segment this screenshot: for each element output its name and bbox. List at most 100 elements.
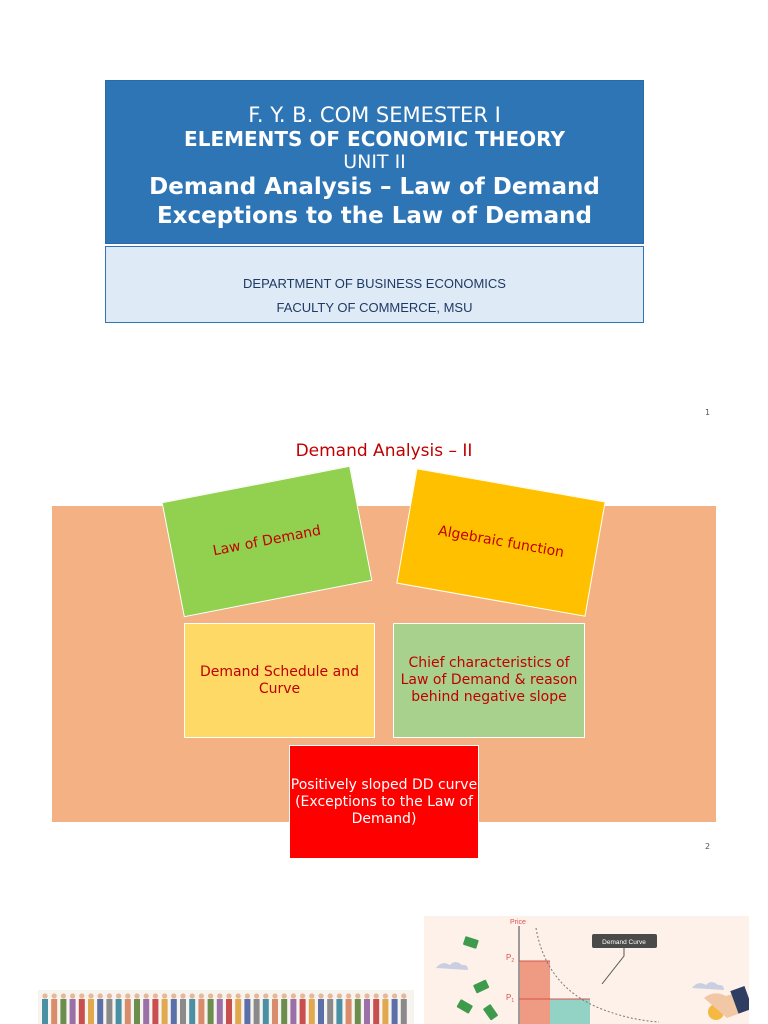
demand-curve-illustration: Price P2 P1 Demand Curve [424,916,749,1024]
crowd-person-head [198,993,204,999]
crowd-person-head [42,993,48,999]
card-chief-label: Chief characteristics of Law of Demand &… [400,655,578,705]
crowd-person-body [60,999,67,1024]
page-number-1: 1 [705,408,711,417]
crowd-person-body [382,999,389,1024]
crowd-person-head [125,993,131,999]
crowd-person-body [244,999,251,1024]
crowd-person-head [309,993,315,999]
crowd-person-body [318,999,324,1024]
crowd-person-body [226,999,232,1024]
crowd-person-head [171,993,177,999]
department-name: DEPARTMENT OF BUSINESS ECONOMICS [243,276,506,291]
crowd-person-body [161,999,168,1024]
crowd-person-head [152,993,158,999]
crowd-person-head [336,993,342,999]
crowd-person-head [281,993,287,999]
crowd-person-body [216,999,223,1024]
crowd-person-body [336,999,343,1024]
crowd-person-body [134,999,140,1024]
crowd-person-body [327,999,334,1024]
crowd-person-head [143,993,149,999]
cloud-right [692,982,724,990]
demand-curve-callout: Demand Curve [602,939,646,946]
crowd-illustration [38,990,414,1024]
crowd-person-body [170,999,177,1024]
crowd-person-head [189,993,195,999]
crowd-person-head [373,993,379,999]
page-number-2: 2 [705,842,711,851]
crowd-person-head [116,993,122,999]
crowd-person-body [115,999,122,1024]
crowd-person-body [152,999,159,1024]
crowd-person-body [124,999,131,1024]
hand-coin-icon [704,985,749,1020]
crowd-person-body [143,999,150,1024]
crowd-person-head [235,993,241,999]
crowd-image [38,990,414,1024]
crowd-person-head [327,993,333,999]
crowd-person-head [254,993,260,999]
crowd-person-head [300,993,306,999]
crowd-person-body [106,999,113,1024]
crowd-person-body [42,999,48,1024]
department-block: DEPARTMENT OF BUSINESS ECONOMICS FACULTY… [105,246,644,323]
crowd-person-head [346,993,352,999]
crowd-person-body [78,999,85,1024]
crowd-person-body [308,999,315,1024]
crowd-person-head [226,993,232,999]
crowd-person-body [272,999,278,1024]
crowd-person-body [97,999,104,1024]
crowd-person-body [391,999,398,1024]
crowd-person-head [208,993,214,999]
crowd-person-head [97,993,103,999]
crowd-person-body [51,999,58,1024]
crowd-person-body [235,999,242,1024]
crowd-person-body [373,999,380,1024]
card-law-label: Law of Demand [211,522,323,560]
crowd-person-head [51,993,57,999]
crowd-person-head [382,993,388,999]
course-title: F. Y. B. COM SEMESTER I [248,103,501,127]
price-axis-label: Price [510,919,526,926]
crowd-person-head [79,993,85,999]
faculty-name: FACULTY OF COMMERCE, MSU [276,300,473,315]
p1-label: P1 [506,993,514,1004]
callout-box [592,934,657,948]
crowd-person-body [207,999,214,1024]
crowd-person-head [60,993,66,999]
crowd-person-head [355,993,361,999]
crowd-person-body [345,999,352,1024]
card-chief-characteristics: Chief characteristics of Law of Demand &… [393,623,585,738]
crowd-person-head [263,993,269,999]
crowd-person-body [400,999,407,1024]
card-positive-label: Positively sloped DD curve (Exceptions t… [290,776,478,827]
crowd-person-head [244,993,250,999]
crowd-person-head [88,993,94,999]
subject-title: ELEMENTS OF ECONOMIC THEORY [184,127,565,151]
crowd-person-body [180,999,186,1024]
crowd-person-head [217,993,223,999]
crowd-person-head [162,993,168,999]
crowd-person-head [106,993,112,999]
crowd-person-head [392,993,398,999]
crowd-person-body [290,999,297,1024]
cloud-left [436,962,468,970]
crowd-person-head [290,993,296,999]
crowd-person-body [88,999,94,1024]
crowd-person-head [180,993,186,999]
crowd-person-head [134,993,140,999]
p2-label: P2 [506,953,514,964]
crowd-person-body [364,999,370,1024]
topic-subtitle: Exceptions to the Law of Demand [156,203,593,229]
card-schedule-label: Demand Schedule and Curve [200,663,359,697]
card-algebraic-label: Algebraic function [436,523,566,561]
card-demand-schedule: Demand Schedule and Curve [184,623,375,738]
crowd-person-head [318,993,324,999]
crowd-person-body [299,999,306,1024]
crowd-person-head [70,993,76,999]
topic-title: Demand Analysis – Law of Demand [149,174,600,200]
title-block: F. Y. B. COM SEMESTER I ELEMENTS OF ECON… [105,80,644,244]
money-icon [456,936,498,1021]
crowd-person-body [69,999,76,1024]
